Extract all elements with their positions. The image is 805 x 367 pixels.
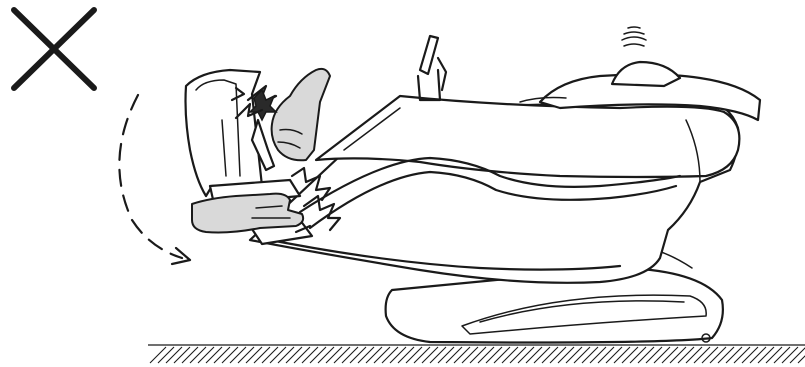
floor-hatch-line [718,347,734,363]
floor-hatch-line [694,347,710,363]
floor-hatch-line [166,347,182,363]
floor-hatch-line [686,347,702,363]
floor-hatch-line [494,347,510,363]
floor-hatch-line [502,347,518,363]
floor-hatch-line [382,347,398,363]
floor-hatch-line [734,347,750,363]
floor-hatch-line [310,347,326,363]
floor-hatch-line [374,347,390,363]
floor-hatch-line [534,347,550,363]
floor-hatch-line [262,347,278,363]
floor-hatch-line [486,347,502,363]
floor-hatch-line [606,347,622,363]
floor-hatch-line [662,347,678,363]
floor-hatch-line [742,347,758,363]
floor-hatch-line [222,347,238,363]
floor-hatch-line [430,347,446,363]
floor-hatch-line [710,347,726,363]
floor-hatch-line [518,347,534,363]
floor-hatch-line [398,347,414,363]
floor-hatch-line [598,347,614,363]
floor-hatch-line [454,347,470,363]
floor-hatch-line [334,347,350,363]
floor-hatch-line [238,347,254,363]
floor-hatch-line [774,347,790,363]
floor-hatch-line [278,347,294,363]
floor-hatch-line [542,347,558,363]
floor-hatch-line [470,347,486,363]
floor-hatch-line [574,347,590,363]
floor-hatch-line [638,347,654,363]
floor-hatch-line [614,347,630,363]
vibration-icon [622,27,646,46]
floor-hatch-line [462,347,478,363]
floor-hatch-line [750,347,766,363]
floor-hatch-line [766,347,782,363]
floor-hatch-line [366,347,382,363]
floor-hatch-line [342,347,358,363]
floor-hatch-line [678,347,694,363]
floor-hatch-line [406,347,422,363]
floor-hatch-line [438,347,454,363]
floor-hatch-line [206,347,222,363]
floor-hatch-line [654,347,670,363]
floor-hatch-line [702,347,718,363]
floor-hatch-line [302,347,318,363]
floor-hatch-line [422,347,438,363]
floor-hatch-line [246,347,262,363]
floor-hatch-line [190,347,206,363]
motion-arrow-icon [119,95,190,264]
floor-hatch-line [326,347,342,363]
floor-hatch-line [294,347,310,363]
floor-hatch-line [558,347,574,363]
floor-hatch-line [646,347,662,363]
floor-hatch-line [150,347,166,363]
floor-hatching [148,345,805,363]
floor-hatch-line [230,347,246,363]
floor-hatch-line [726,347,742,363]
floor-hatch-line [446,347,462,363]
floor-hatch-line [198,347,214,363]
floor-hatch-line [758,347,774,363]
floor-hatch-line [158,347,174,363]
floor-hatch-line [414,347,430,363]
floor-hatch-line [358,347,374,363]
floor-hatch-line [630,347,646,363]
floor-hatch-line [350,347,366,363]
floor-hatch-line [670,347,686,363]
floor-hatch-line [622,347,638,363]
floor-hatch-line [582,347,598,363]
floor-hatch-line [286,347,302,363]
x-mark-icon [14,10,94,88]
floor-hatch-line [510,347,526,363]
floor-hatch-line [318,347,334,363]
floor-hatch-line [270,347,286,363]
floor-hatch-line [390,347,406,363]
floor-hatch-line [566,347,582,363]
floor-hatch-line [526,347,542,363]
floor-hatch-line [550,347,566,363]
floor-hatch-line [782,347,798,363]
floor-hatch-line [478,347,494,363]
floor-hatch-line [590,347,606,363]
floor-hatch-line [790,347,805,363]
floor-hatch-line [254,347,270,363]
floor-hatch-line [214,347,230,363]
control-tablet [418,36,446,100]
floor-hatch-line [182,347,198,363]
floor-hatch-line [174,347,190,363]
